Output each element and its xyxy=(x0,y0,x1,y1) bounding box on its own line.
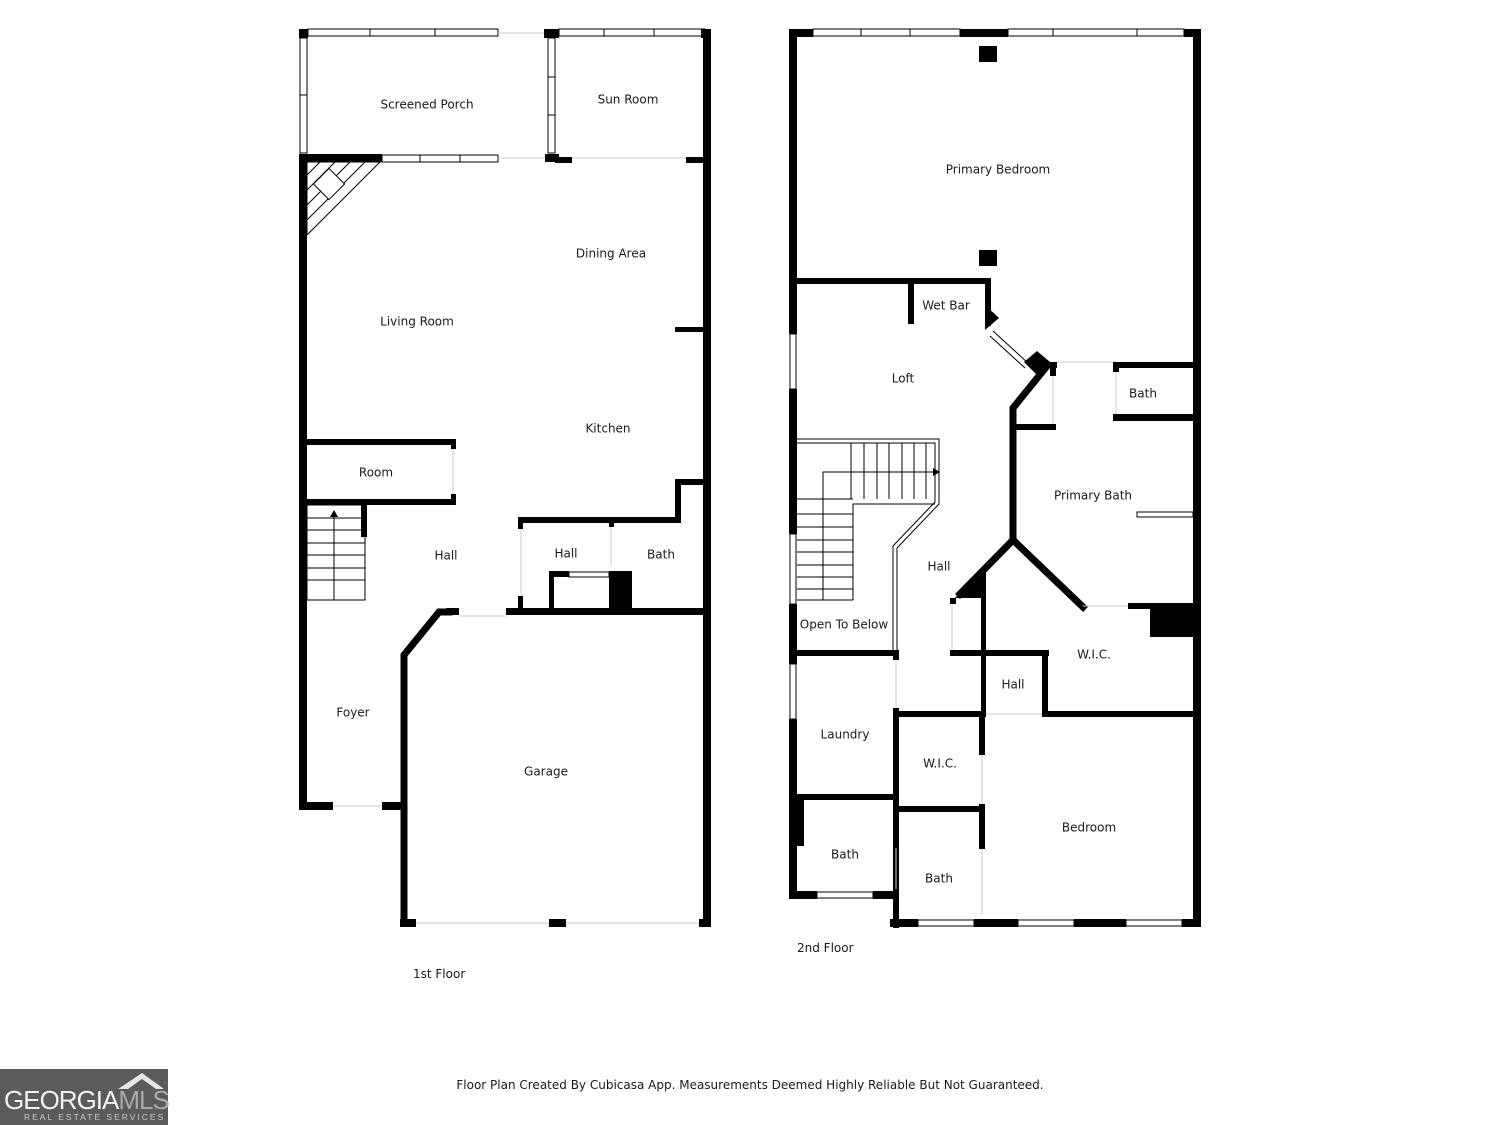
room-label: Hall xyxy=(434,549,457,563)
room-label: Garage xyxy=(524,765,568,779)
room-label: Laundry xyxy=(821,728,870,742)
window xyxy=(568,571,610,578)
window xyxy=(789,533,797,605)
room-label: Bedroom xyxy=(1062,821,1116,835)
window xyxy=(1007,28,1185,37)
room-label: Room xyxy=(359,466,393,480)
stairs-up xyxy=(306,504,367,601)
column xyxy=(979,250,997,266)
window xyxy=(547,37,556,154)
window xyxy=(789,333,797,390)
room-label: Kitchen xyxy=(585,422,630,436)
room-label: Primary Bedroom xyxy=(946,163,1050,177)
fireplace-icon xyxy=(306,161,382,237)
window xyxy=(917,919,975,927)
column xyxy=(979,46,997,62)
floor-label-1st: 1st Floor xyxy=(413,967,465,981)
room-label: Bath xyxy=(925,872,953,886)
house-roof-icon xyxy=(118,1073,164,1089)
room-label: W.I.C. xyxy=(923,757,957,771)
window xyxy=(1017,919,1075,927)
room-label: Wet Bar xyxy=(922,299,970,313)
georgia-mls-logo: GEORGIAMLS REAL ESTATE SERVICES xyxy=(0,1069,170,1125)
second-floor-plan xyxy=(789,28,1201,928)
window xyxy=(816,891,874,899)
room-label: Hall xyxy=(554,547,577,561)
window xyxy=(381,154,499,163)
room-label: W.I.C. xyxy=(1077,648,1111,662)
window xyxy=(307,28,499,37)
floor-label-2nd: 2nd Floor xyxy=(797,941,854,955)
logo-brand-main: GEORGIA xyxy=(4,1085,119,1115)
first-floor-plan xyxy=(299,28,711,927)
room-label: Hall xyxy=(1001,678,1024,692)
room-label: Foyer xyxy=(336,706,369,720)
arrow-right-icon xyxy=(933,468,940,476)
window xyxy=(789,663,797,720)
stairs-down xyxy=(797,438,940,652)
arrow-up-icon xyxy=(330,510,338,517)
room-label: Open To Below xyxy=(800,618,889,632)
room-label: Bath xyxy=(831,848,859,862)
room-label: Dining Area xyxy=(576,247,646,261)
room-label: Loft xyxy=(892,372,915,386)
logo-brand-accent: MLS xyxy=(118,1085,169,1115)
room-label: Hall xyxy=(927,560,950,574)
room-label: Living Room xyxy=(380,315,454,329)
window xyxy=(1125,919,1183,927)
window xyxy=(812,28,961,37)
disclaimer-text: Floor Plan Created By Cubicasa App. Meas… xyxy=(456,1078,1044,1092)
logo-tagline: REAL ESTATE SERVICES xyxy=(24,1112,166,1122)
room-label: Screened Porch xyxy=(380,98,473,112)
room-label: Bath xyxy=(1129,387,1157,401)
room-labels: Screened Porch Sun Room Dining Area Livi… xyxy=(336,93,1157,982)
room-label: Primary Bath xyxy=(1054,489,1132,503)
room-label: Bath xyxy=(647,548,675,562)
room-label: Sun Room xyxy=(598,93,659,107)
window xyxy=(558,28,706,37)
